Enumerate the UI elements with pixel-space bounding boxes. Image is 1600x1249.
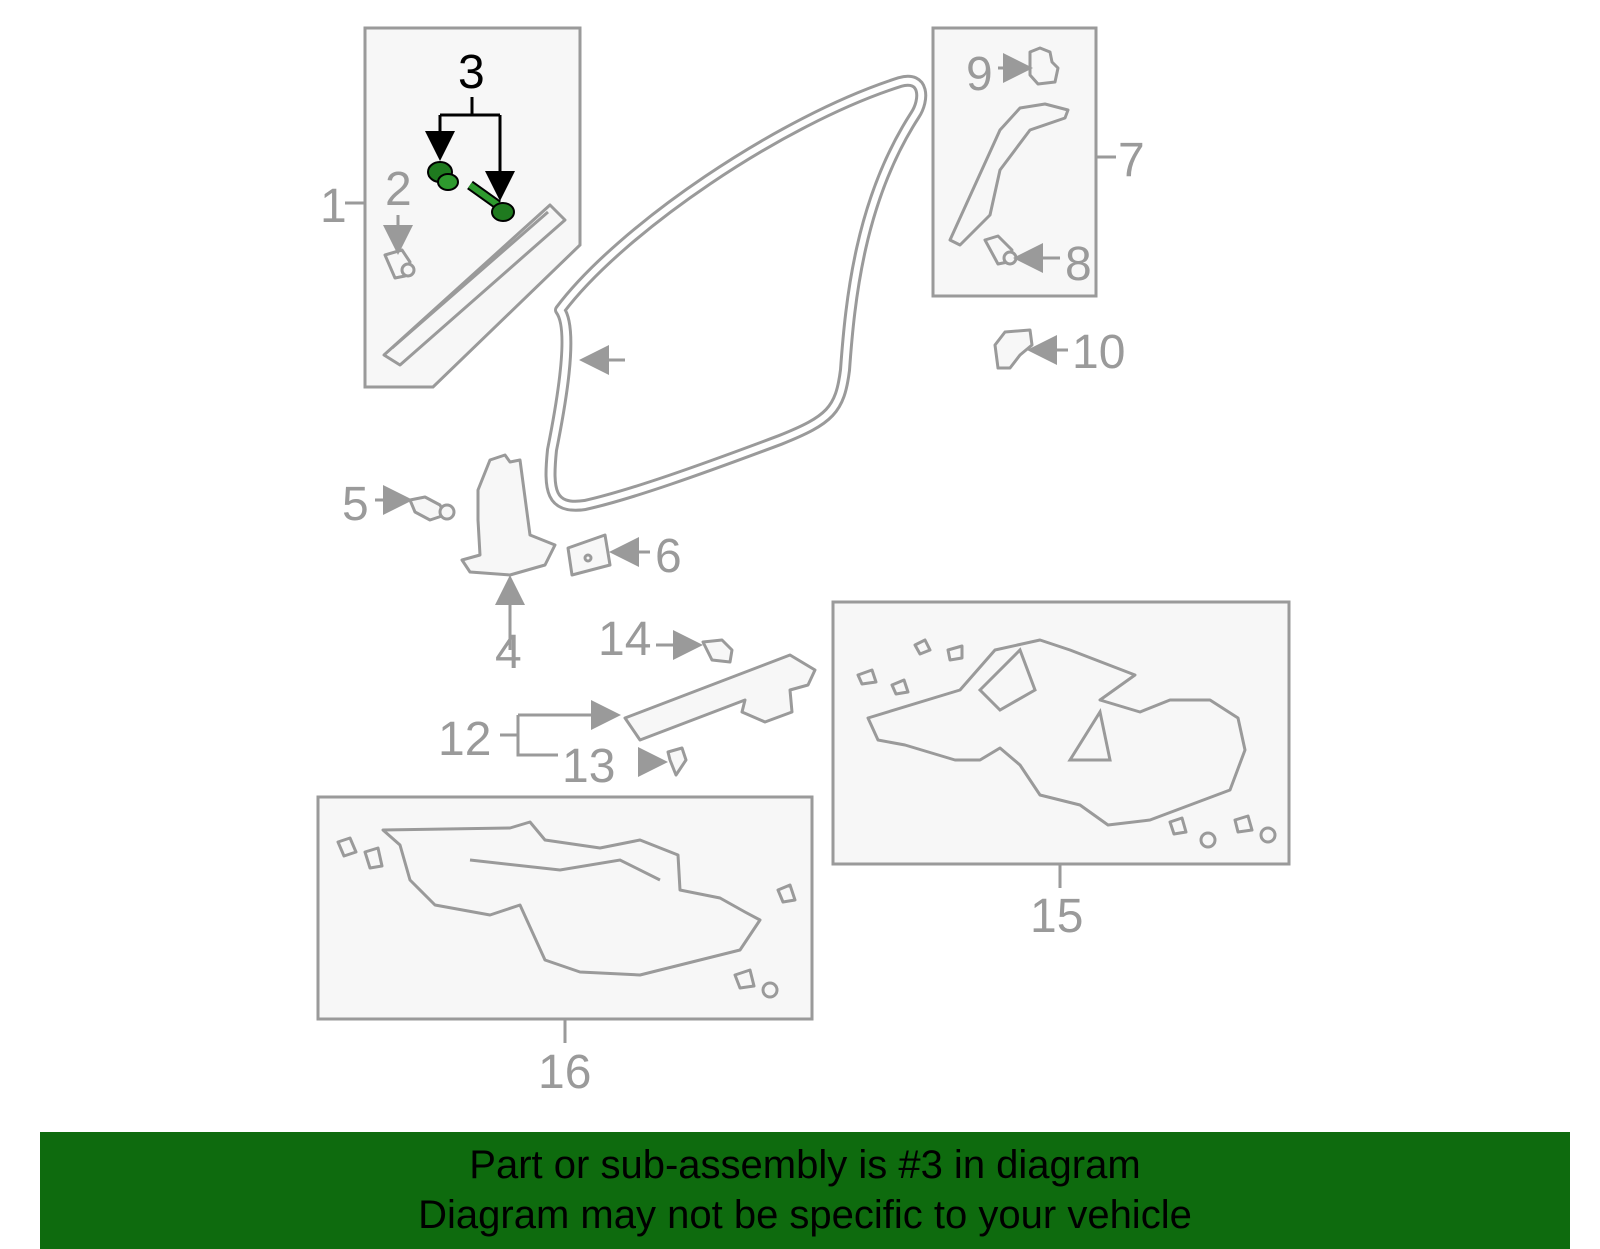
callout-6: 6 <box>655 530 682 583</box>
clip-10 <box>993 328 1034 370</box>
callout-15: 15 <box>1030 890 1083 943</box>
callout-7: 7 <box>1118 134 1145 187</box>
garnish-strip <box>382 203 567 367</box>
callout-14: 14 <box>598 613 651 666</box>
callout-2: 2 <box>385 163 412 216</box>
callout-16: 16 <box>538 1046 591 1099</box>
pillar-trim <box>948 102 1070 247</box>
callout-10: 10 <box>1072 326 1125 379</box>
group-16-box <box>316 795 814 1021</box>
callout-3: 3 <box>458 46 485 99</box>
banner-line-2: Diagram may not be specific to your vehi… <box>418 1193 1192 1237</box>
banner-line-1: Part or sub-assembly is #3 in diagram <box>469 1143 1141 1187</box>
front-carpet <box>866 638 1247 827</box>
parts-diagram: 1 2 3 4 5 6 7 8 9 10 12 13 14 15 16 <box>316 26 1291 1099</box>
callout-12: 12 <box>438 713 491 766</box>
callout-9: 9 <box>966 48 993 101</box>
sill-trim-12 <box>623 653 817 742</box>
callout-13: 13 <box>562 740 615 793</box>
callout-8: 8 <box>1065 238 1092 291</box>
group-15-box <box>831 600 1291 866</box>
callout-4: 4 <box>495 626 522 679</box>
kick-panel-4 <box>460 453 557 577</box>
info-banner: Part or sub-assembly is #3 in diagram Di… <box>40 1132 1570 1249</box>
door-weatherstrip <box>544 74 928 512</box>
callout-1: 1 <box>320 180 347 233</box>
callout-5: 5 <box>342 478 369 531</box>
